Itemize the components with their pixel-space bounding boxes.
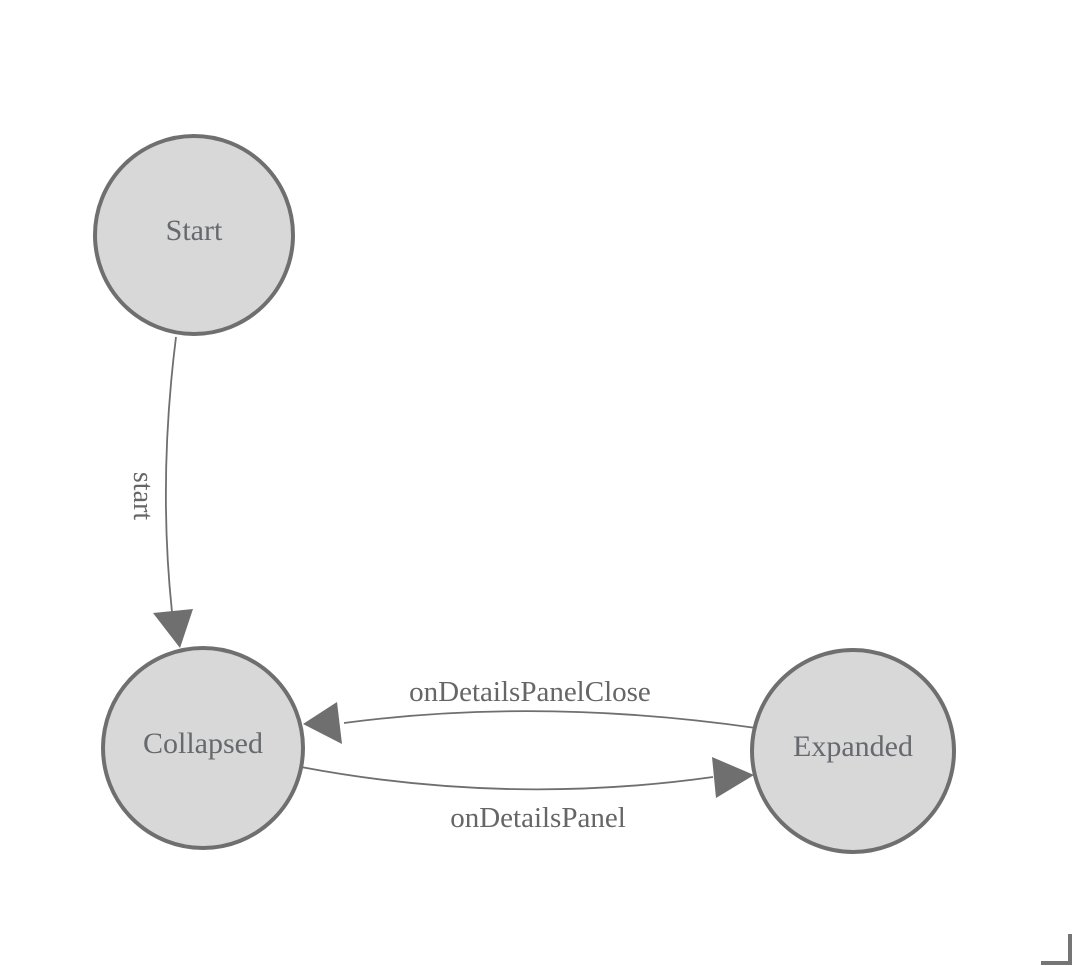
- state-label-collapsed: Collapsed: [143, 727, 263, 760]
- arrowhead-icon: [712, 757, 754, 798]
- transition-collapsed-to-expanded: onDetailsPanel: [300, 757, 754, 834]
- transition-label-ondetailspanel: onDetailsPanel: [450, 802, 626, 834]
- state-label-expanded: Expanded: [793, 730, 913, 763]
- transition-start-to-collapsed: start: [127, 336, 193, 648]
- transition-label-ondetailspanelclose: onDetailsPanelClose: [409, 676, 651, 708]
- state-label-start: Start: [166, 214, 223, 247]
- transition-label-start: start: [127, 472, 158, 520]
- state-node-collapsed[interactable]: Collapsed: [101, 646, 305, 850]
- transition-edge-line: [300, 766, 714, 791]
- state-circle-expanded[interactable]: [750, 648, 956, 854]
- transition-expanded-to-collapsed: onDetailsPanelClose: [303, 676, 757, 744]
- canvas-resize-handle-icon[interactable]: [1041, 934, 1072, 965]
- state-node-start[interactable]: Start: [93, 134, 295, 336]
- state-circle-collapsed[interactable]: [101, 646, 305, 850]
- state-node-expanded[interactable]: Expanded: [750, 648, 956, 854]
- arrowhead-icon: [303, 702, 342, 744]
- transition-edge-line: [343, 710, 757, 729]
- transition-edge-line: [164, 336, 177, 613]
- state-circle-start[interactable]: [93, 134, 295, 336]
- arrowhead-icon: [153, 609, 193, 648]
